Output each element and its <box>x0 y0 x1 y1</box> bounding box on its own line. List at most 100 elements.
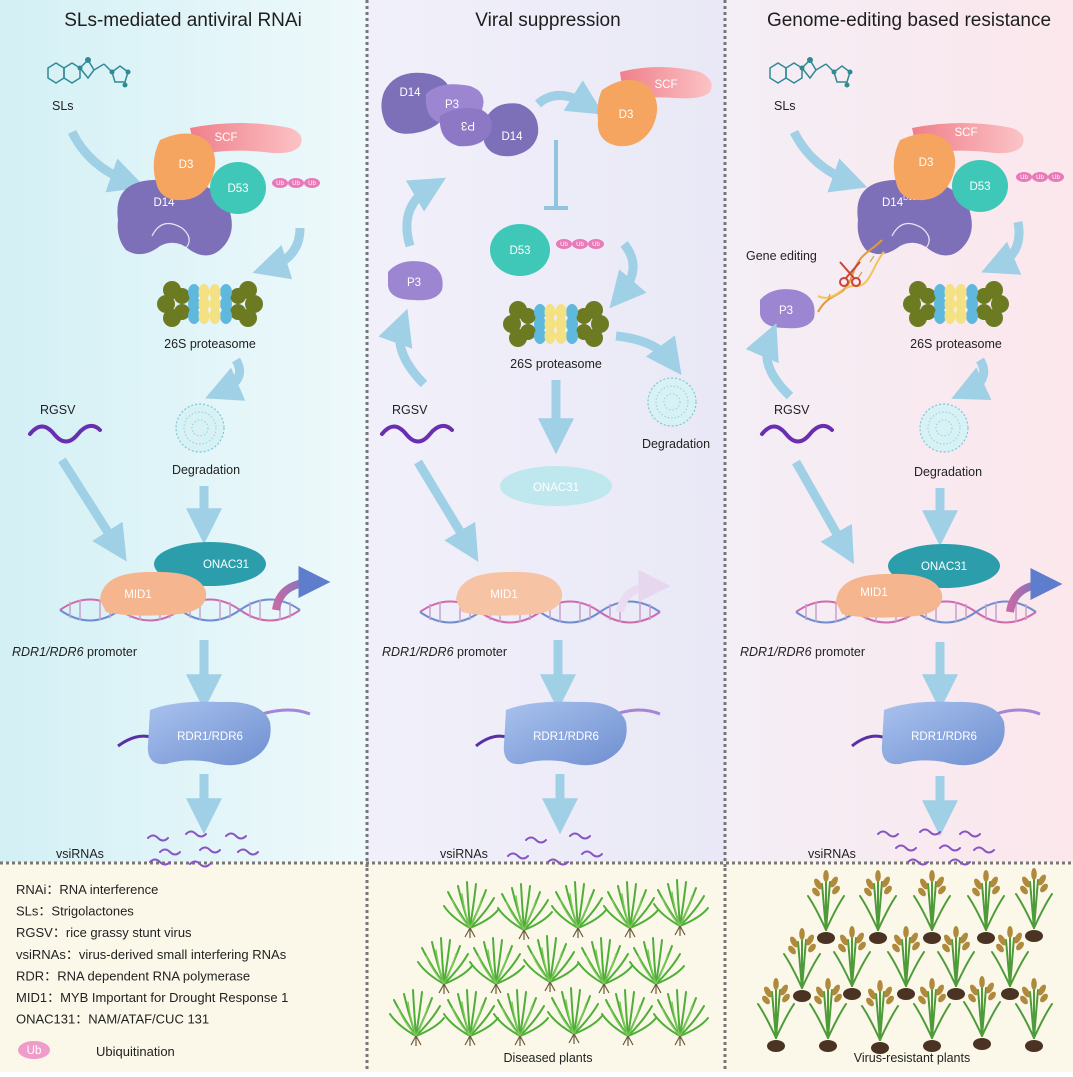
arrow-rgsv-to-mid1-p2 <box>414 459 479 562</box>
p3-label-p3: P3 <box>779 305 793 317</box>
proteasome-label: 26S proteasome <box>164 337 256 351</box>
gene-editing-label: Gene editing <box>746 249 817 263</box>
abbreviation-legend: RNAi：RNA interferenceSLs：StrigolactonesR… <box>16 882 288 1027</box>
ubiquitination-legend: Ub Ubiquitination <box>18 1041 175 1059</box>
ubiquitin-chain-icon-p2 <box>556 239 604 249</box>
mid1-protein-p3 <box>836 573 943 618</box>
arrow-sls-to-receptor <box>67 129 146 193</box>
d53-protein <box>210 162 266 214</box>
resistant-plants-label: Virus-resistant plants <box>854 1051 971 1065</box>
legend-entry-vsirnas: vsiRNAs：virus-derived small interfering … <box>16 947 287 962</box>
proteasome-label-p2: 26S proteasome <box>510 357 602 371</box>
ubiquitin-chain-icon <box>272 178 320 188</box>
d14-label: D14 <box>153 197 175 209</box>
mid1-label: MID1 <box>124 589 151 601</box>
d3-label-p3: D3 <box>919 157 934 169</box>
degradation-label-p2: Degradation <box>642 437 710 451</box>
degraded-peptides-icon-p3 <box>919 403 969 453</box>
arrow-sls-to-receptor-p3 <box>789 129 868 193</box>
ub-legend-icon <box>18 1041 50 1059</box>
d14-protein <box>117 179 232 256</box>
degraded-peptides-icon <box>175 403 225 453</box>
onac31-label: ONAC31 <box>203 559 249 571</box>
p3-protein-bottom <box>439 108 492 147</box>
rdr-label-p3: RDR1/RDR6 <box>911 731 977 743</box>
d53-protein-p2 <box>490 224 550 276</box>
degraded-peptides-icon-p2 <box>647 377 697 427</box>
arrow-to-proteasome-p2 <box>609 241 647 309</box>
arrow-to-degradation-p3 <box>951 357 992 401</box>
panel-3-title: Genome-editing based resistance <box>767 10 1051 31</box>
p3-label-top: P3 <box>445 99 459 111</box>
legend-entry-sls: SLs：Strigolactones <box>16 904 134 919</box>
onac31-protein-faded <box>500 466 612 506</box>
sls-label: SLs <box>52 99 74 113</box>
d53-protein-p3 <box>952 160 1008 212</box>
d14-protein-right <box>484 103 539 157</box>
scissors-icon <box>839 261 861 287</box>
arrow-rgsv-to-mid1 <box>58 457 127 562</box>
d53-label-p3: D53 <box>969 181 990 193</box>
rdr-protein <box>147 701 271 766</box>
transcription-arrow-p3 <box>1006 568 1063 613</box>
d3-protein-p3 <box>893 133 956 201</box>
p3-label-free: P3 <box>407 277 421 289</box>
panel-2-pathway: D14 D14 P3 P3 SCF D3 D53 P3 26S proteaso… <box>378 67 712 866</box>
arrow-to-proteasome <box>252 227 305 280</box>
onac31-label-faded: ONAC31 <box>533 482 579 494</box>
d3-protein <box>153 133 216 201</box>
p3-label-bottom: P3 <box>461 119 475 131</box>
rdr-protein-p3 <box>881 701 1005 766</box>
bound-sl-icon-p3 <box>891 222 930 249</box>
promoter-label-p3: RDR1/RDR6 promoter <box>740 645 865 659</box>
transcription-arrow <box>272 566 331 611</box>
proteasome-label-p3: 26S proteasome <box>910 337 1002 351</box>
panel-1-title: SLs-mediated antiviral RNAi <box>64 10 302 31</box>
arrow-p3-to-complex <box>402 177 446 248</box>
d14-label-right: D14 <box>501 131 523 143</box>
legend-entry-mid1: MID1：MYB Important for Drought Response … <box>16 990 288 1005</box>
rna-tail-right <box>261 708 311 716</box>
d14-label-left: D14 <box>399 87 421 99</box>
rdr-label: RDR1/RDR6 <box>177 731 243 743</box>
bound-sl-icon <box>151 222 190 249</box>
mid1-protein-p2 <box>456 571 563 616</box>
arrow-rgsv-to-p3-p3 <box>745 323 794 400</box>
promoter-label: RDR1/RDR6 promoter <box>12 645 137 659</box>
legend-entry-rdr: RDR：RNA dependent RNA polymerase <box>16 968 250 983</box>
ubiquitin-chain-icon-p3 <box>1016 172 1064 182</box>
degradation-label: Degradation <box>172 463 240 477</box>
p3-protein-p3 <box>760 289 815 329</box>
rgsv-label-p2: RGSV <box>392 403 428 417</box>
rgsv-label: RGSV <box>40 403 76 417</box>
degradation-label-p3: Degradation <box>914 465 982 479</box>
vsirnas-label-p2: vsiRNAs <box>440 847 488 861</box>
vsirnas-label: vsiRNAs <box>56 847 104 861</box>
rdr-protein-p2 <box>503 701 627 766</box>
scf-protein <box>190 123 302 156</box>
d53-label-p2: D53 <box>509 245 530 257</box>
legend-entry-rnai: RNAi：RNA interference <box>16 882 158 897</box>
panel-2-title: Viral suppression <box>475 10 620 31</box>
sls-label-p3: SLs <box>774 99 796 113</box>
rna-tail-right-p3 <box>995 708 1041 716</box>
scf-label-p2: SCF <box>655 79 678 91</box>
panel-3-pathway: SLs SCF D14D102N D3 D53 Gene editing P3 … <box>740 56 1064 866</box>
d3-label-p2: D3 <box>619 109 634 121</box>
ub-legend-icon-label: Ub <box>27 1045 42 1057</box>
legend-entry-onac131: ONAC131：NAM/ATAF/CUC 131 <box>16 1012 209 1027</box>
p3-protein-free <box>388 261 443 301</box>
d3-protein-p2 <box>597 79 658 147</box>
legend-background <box>0 862 1073 1072</box>
legend-entry-rgsv: RGSV：rice grassy stunt virus <box>16 925 192 940</box>
arrow-rgsv-to-mid1-p3 <box>792 459 855 565</box>
mid1-label-p3: MID1 <box>860 587 887 599</box>
promoter-label-p2: RDR1/RDR6 promoter <box>382 645 507 659</box>
inhibition-symbol <box>544 140 568 210</box>
arrow-rgsv-to-p3 <box>378 308 428 388</box>
panel-1-pathway: SLs SCF D14 D3 D53 26S proteasome Degrad… <box>12 56 331 868</box>
transcription-arrow-faded <box>616 570 671 613</box>
scf-label-p3: SCF <box>955 127 978 139</box>
